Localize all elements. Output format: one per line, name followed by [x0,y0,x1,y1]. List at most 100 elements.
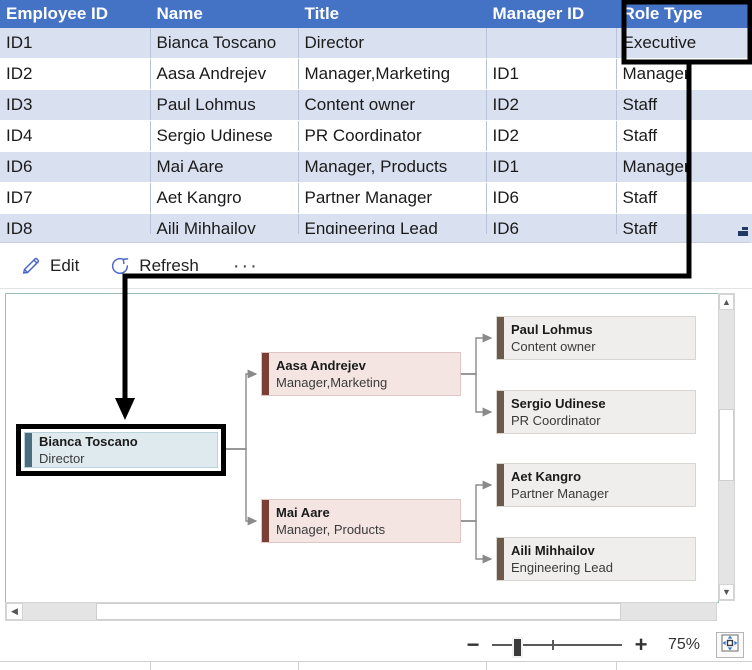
cell-manager-id[interactable]: ID2 [486,120,617,152]
node-title: PR Coordinator [511,412,601,428]
hscroll-thumb[interactable] [96,603,621,620]
zoom-slider-handle[interactable] [512,637,523,658]
org-node-aili-mihhailov[interactable]: Aili Mihhailov Engineering Lead [496,537,696,581]
org-node-paul-lohmus[interactable]: Paul Lohmus Content owner [496,316,696,360]
overflow-menu-button[interactable]: ··· [232,254,259,277]
cell-employee-id[interactable]: ID4 [0,120,151,152]
table-bottom-band [0,234,750,243]
cell-title[interactable]: PR Coordinator [298,120,487,152]
table-header-row: Employee ID Name Title Manager ID Role T… [0,0,752,28]
cell-name[interactable]: Aet Kangro [150,182,299,214]
node-name: Paul Lohmus [511,321,593,337]
column-header-title[interactable]: Title [298,0,487,28]
cell-name[interactable]: Sergio Udinese [150,120,299,152]
status-segment [298,662,487,670]
node-title: Manager,Marketing [276,374,388,390]
status-bar [0,661,752,670]
cell-employee-id[interactable]: ID7 [0,182,151,214]
node-name: Sergio Udinese [511,395,606,411]
refresh-button[interactable]: Refresh [99,251,209,281]
cell-role-type[interactable]: Staff [616,182,752,214]
node-name: Aet Kangro [511,468,582,484]
vscroll-thumb[interactable] [719,409,734,481]
node-name: Aili Mihhailov [511,542,595,558]
fit-to-window-button[interactable] [716,632,744,658]
node-title: Partner Manager [511,485,609,501]
chevron-down-icon: ▼ [722,586,731,597]
edit-button[interactable]: Edit [10,251,89,281]
table-resize-handle[interactable] [738,227,748,236]
scroll-left-button[interactable]: ◀ [6,603,23,620]
org-node-aet-kangro[interactable]: Aet Kangro Partner Manager [496,463,696,507]
node-title: Manager, Products [276,521,386,537]
org-node-bianca-toscano[interactable]: Bianca Toscano Director [24,432,218,468]
cell-role-type[interactable]: Manager [616,58,752,90]
scroll-up-button[interactable]: ▲ [719,294,734,310]
org-node-aasa-andrejev[interactable]: Aasa Andrejev Manager,Marketing [261,352,461,396]
column-header-manager-id[interactable]: Manager ID [486,0,617,28]
column-header-role-type[interactable]: Role Type [616,0,752,28]
table-row[interactable]: ID1 Bianca Toscano Director Executive [0,28,752,59]
org-chart-canvas[interactable]: Bianca Toscano Director Aasa Andrejev Ma… [5,293,719,603]
cell-name[interactable]: Paul Lohmus [150,89,299,121]
cell-title[interactable]: Content owner [298,89,487,121]
edit-label: Edit [50,255,80,275]
cell-manager-id[interactable]: ID1 [486,151,617,183]
table-row[interactable]: ID7 Aet Kangro Partner Manager ID6 Staff [0,182,752,214]
cell-title[interactable]: Manager, Products [298,151,487,183]
chevron-up-icon: ▲ [722,296,731,307]
org-node-mai-aare[interactable]: Mai Aare Manager, Products [261,499,461,543]
cell-employee-id[interactable]: ID6 [0,151,151,183]
cell-role-type[interactable]: Manager [616,151,752,183]
cell-manager-id[interactable]: ID1 [486,58,617,90]
node-name: Mai Aare [276,504,330,520]
zoom-slider[interactable] [492,635,622,658]
cell-employee-id[interactable]: ID3 [0,89,151,121]
cell-name[interactable]: Mai Aare [150,151,299,183]
cell-employee-id[interactable]: ID2 [0,58,151,90]
table-row[interactable]: ID6 Mai Aare Manager, Products ID1 Manag… [0,151,752,183]
refresh-icon [109,255,131,277]
cell-role-type[interactable]: Staff [616,120,752,152]
column-header-name[interactable]: Name [150,0,299,28]
node-title: Engineering Lead [511,559,613,575]
cell-manager-id[interactable]: ID6 [486,182,617,214]
status-segment [0,662,151,670]
zoom-level-label[interactable]: 75% [667,636,701,653]
zoom-out-button[interactable]: − [466,632,480,657]
cell-title[interactable]: Manager,Marketing [298,58,487,90]
employee-table[interactable]: Employee ID Name Title Manager ID Role T… [0,0,752,245]
refresh-label: Refresh [139,255,199,275]
zoom-slider-tick [552,640,554,650]
status-segment [150,662,299,670]
cell-title[interactable]: Director [298,28,487,59]
table-row[interactable]: ID3 Paul Lohmus Content owner ID2 Staff [0,89,752,121]
cell-role-type[interactable]: Executive [616,28,752,59]
table-row[interactable]: ID2 Aasa Andrejev Manager,Marketing ID1 … [0,58,752,90]
scroll-down-button[interactable]: ▼ [719,584,734,600]
org-chart-pane: Bianca Toscano Director Aasa Andrejev Ma… [5,293,747,623]
status-segment [486,662,617,670]
cell-role-type[interactable]: Staff [616,89,752,121]
fit-to-window-icon [721,634,739,657]
column-header-employee-id[interactable]: Employee ID [0,0,151,28]
table-row[interactable]: ID4 Sergio Udinese PR Coordinator ID2 St… [0,120,752,152]
node-title: Director [39,450,85,466]
pencil-icon [20,255,42,277]
chart-toolbar: Edit Refresh ··· [0,243,752,289]
zoom-control-bar: − + 75% [0,625,752,665]
zoom-in-button[interactable]: + [634,632,648,657]
node-title: Content owner [511,338,596,354]
cell-name[interactable]: Bianca Toscano [150,28,299,59]
cell-manager-id[interactable]: ID2 [486,89,617,121]
chart-horizontal-scrollbar[interactable]: ◀ [5,602,717,621]
chart-vertical-scrollbar[interactable]: ▲ ▼ [718,293,735,601]
chevron-left-icon: ◀ [11,606,18,616]
org-node-sergio-udinese[interactable]: Sergio Udinese PR Coordinator [496,390,696,434]
selected-node-highlight [16,424,226,476]
zoom-slider-track[interactable] [492,644,622,646]
cell-title[interactable]: Partner Manager [298,182,487,214]
cell-name[interactable]: Aasa Andrejev [150,58,299,90]
cell-manager-id[interactable] [486,28,617,59]
cell-employee-id[interactable]: ID1 [0,28,151,59]
